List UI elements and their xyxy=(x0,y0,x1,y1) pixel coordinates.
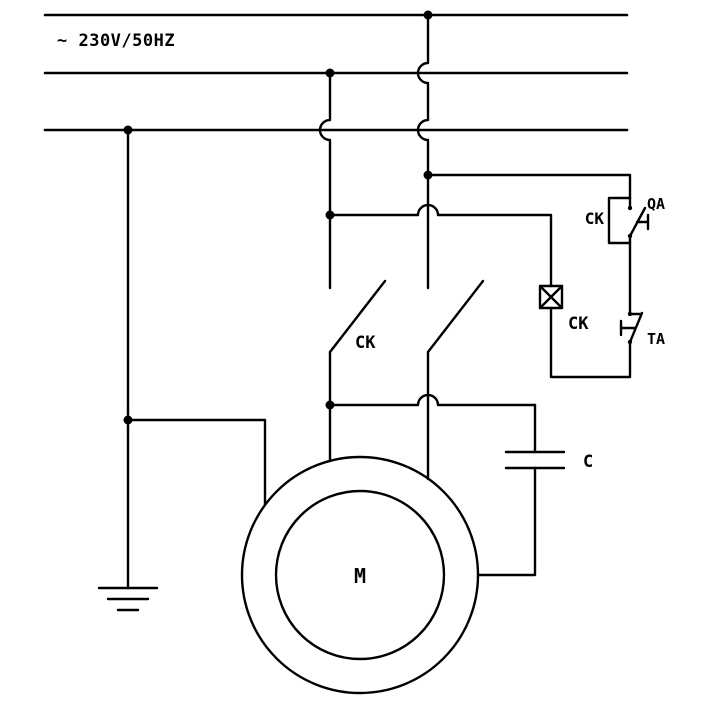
coil-box xyxy=(538,284,564,310)
junction-dot xyxy=(123,125,133,135)
tap-wire xyxy=(416,13,430,290)
junction-dot xyxy=(123,415,133,425)
junction-dot xyxy=(423,10,433,20)
control-bottom-wire xyxy=(549,306,632,379)
aux-contact-label: CK xyxy=(585,209,605,228)
junction-dot xyxy=(325,210,335,220)
stop-button-label: TA xyxy=(647,330,665,348)
supply-voltage-label: ~ 230V/50HZ xyxy=(57,31,175,51)
start-button-symbol: QA xyxy=(627,195,665,239)
phase-tap-line-1 xyxy=(416,13,430,481)
coil-feed-wire xyxy=(328,203,553,288)
junction-dot xyxy=(423,170,433,180)
junction-dot xyxy=(325,68,335,78)
junction-dot xyxy=(325,400,335,410)
contact-terminal xyxy=(627,205,633,211)
contact-arm-right xyxy=(426,279,485,354)
contactor-main-contacts: CK xyxy=(328,279,485,354)
contact-arm-left xyxy=(328,279,387,354)
button-actuator xyxy=(619,319,637,337)
tap-wire xyxy=(318,71,332,290)
capacitor-bottom-lead xyxy=(477,466,537,577)
coil-label: CK xyxy=(568,314,589,334)
ground-symbol xyxy=(97,586,159,612)
power-bus-lines xyxy=(43,13,629,132)
main-contact-label: CK xyxy=(355,333,376,353)
holding-contact-branch: CK xyxy=(585,196,632,245)
control-branch: CK QA TA CK xyxy=(426,173,665,379)
button-actuator xyxy=(635,213,650,231)
start-button-label: QA xyxy=(647,195,665,213)
branch-to-motor xyxy=(126,418,267,507)
motor-outer-circle xyxy=(240,455,480,695)
coil-box-cross xyxy=(538,284,564,310)
stop-button-symbol: TA xyxy=(619,311,665,348)
motor-label: M xyxy=(354,564,366,588)
neutral-tap-line xyxy=(126,128,267,590)
motor-symbol: M xyxy=(240,455,480,695)
junction-dots xyxy=(123,10,433,425)
capacitor-label: C xyxy=(583,452,593,472)
holding-contact-bracket xyxy=(607,196,632,245)
capacitor-feed-wire xyxy=(328,393,537,407)
contactor-coil-symbol: CK xyxy=(538,284,589,334)
capacitor-symbol: C xyxy=(477,403,593,577)
control-top-wire xyxy=(426,173,632,210)
motor-inner-circle xyxy=(274,489,446,661)
